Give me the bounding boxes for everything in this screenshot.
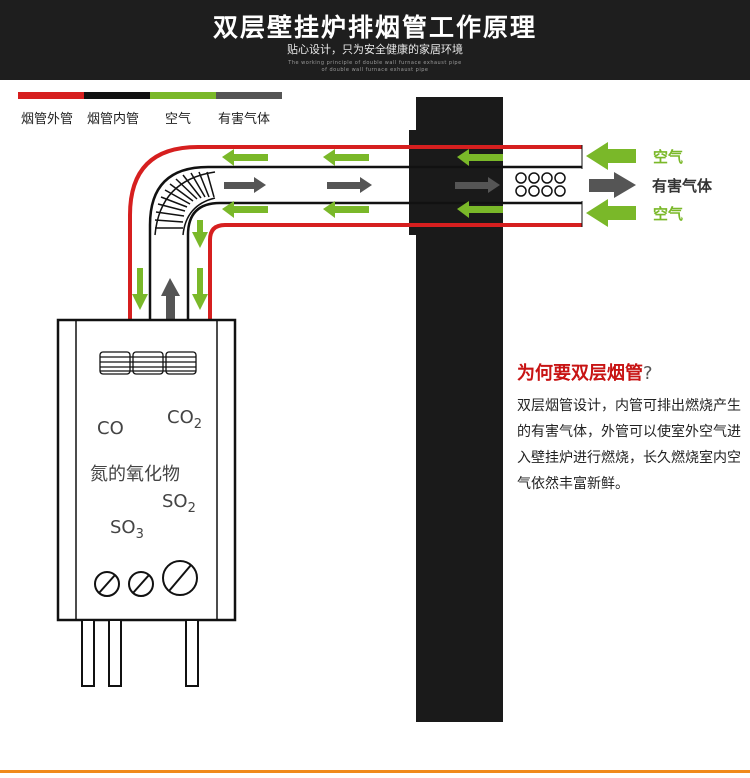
wall — [416, 97, 503, 722]
gas-co: CO — [97, 418, 124, 439]
air-down-arrow-right — [192, 268, 208, 310]
page-subtitle: 贴心设计，只为安全健康的家居环境 — [287, 43, 463, 56]
legend-swatch-inner-pipe — [84, 92, 150, 99]
legend-label-air: 空气 — [165, 112, 192, 127]
air-down-arrow-elbow — [192, 220, 208, 248]
air-arrows-top — [222, 149, 503, 166]
air-inlet-arrow-bottom — [586, 199, 636, 227]
gas-nitrogen-oxides: 氮的氧化物 — [90, 464, 180, 485]
label-air-top: 空气 — [653, 148, 683, 166]
legend-swatch-outer-pipe — [18, 92, 84, 99]
wall-flange — [409, 130, 417, 235]
legend-label-harmful-gas: 有害气体 — [218, 112, 271, 127]
legend-label-outer-pipe: 烟管外管 — [21, 112, 74, 127]
outer-pipe-bottom — [208, 223, 582, 320]
exhaust-outlet-vents — [515, 172, 566, 197]
header-banner: 双层壁挂炉排烟管工作原理 贴心设计，只为安全健康的家居环境 The workin… — [0, 0, 750, 80]
legend-swatch-air — [150, 92, 216, 99]
bottom-accent-line — [0, 770, 750, 773]
qa-title: 为何要双层烟管? — [517, 363, 653, 384]
gas-co2: CO2 — [167, 407, 202, 432]
inner-pipe-top — [148, 165, 582, 320]
exhaust-arrows — [224, 177, 500, 193]
exhaust-up-arrow — [161, 278, 180, 323]
air-arrows-bottom — [222, 201, 503, 218]
corrugated-elbow — [154, 171, 216, 236]
inner-pipe-bottom — [186, 201, 582, 320]
outer-pipe-top — [128, 145, 582, 320]
burner-coils — [99, 351, 197, 375]
boiler — [56, 318, 237, 687]
label-air-bottom: 空气 — [653, 205, 683, 223]
legend-label-inner-pipe: 烟管内管 — [87, 112, 140, 127]
page-title: 双层壁挂炉排烟管工作原理 — [212, 13, 537, 42]
english-subtitle-line2: of double wall furnace exhaust pipe — [321, 67, 429, 73]
air-inlet-arrow-top — [586, 142, 636, 170]
label-harmful-gas: 有害气体 — [652, 177, 713, 195]
english-subtitle-line1: The working principle of double wall fur… — [288, 60, 462, 66]
gas-so3: SO3 — [110, 517, 144, 542]
legend-swatch-harmful-gas — [216, 92, 282, 99]
control-knobs — [94, 560, 198, 597]
air-down-arrow-left — [132, 268, 148, 310]
qa-body: 双层烟管设计，内管可排出燃烧产生的有害气体，外管可以使室外空气进入壁挂炉进行燃烧… — [517, 398, 741, 492]
exhaust-outlet-arrow — [589, 172, 636, 198]
gas-so2: SO2 — [162, 491, 196, 516]
